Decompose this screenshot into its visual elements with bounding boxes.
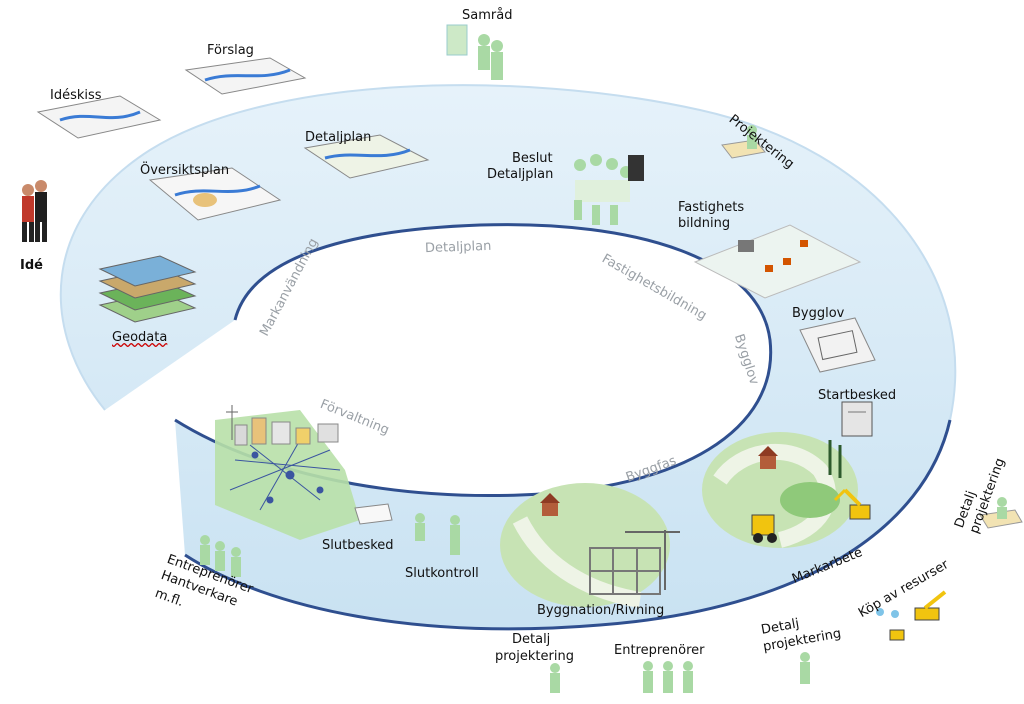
label-detaljplan: Detaljplan <box>305 130 372 145</box>
label-slutkontroll: Slutkontroll <box>405 566 479 581</box>
label-forslag: Förslag <box>207 43 254 58</box>
entreprenorer-left-people-icon <box>200 535 241 577</box>
ide-people-icon <box>22 180 47 242</box>
label-slutbesked: Slutbesked <box>322 538 394 553</box>
geodata-layers-icon <box>98 255 197 323</box>
label-fastighets: Fastighets <box>678 200 745 215</box>
label-bildning: bildning <box>678 216 731 231</box>
excavator-icon <box>833 488 871 520</box>
label-beslut-detaljplan: Detaljplan <box>487 167 554 182</box>
detalj-projektering-bottom2-icon <box>800 652 810 684</box>
label-samrad: Samråd <box>462 8 513 23</box>
slutbesked-document-icon <box>354 503 393 525</box>
label-beslut: Beslut <box>512 151 553 166</box>
ideskiss-map-icon <box>36 95 162 139</box>
label-detalj-1: Detalj <box>512 632 551 647</box>
detalj-projektering-bottom1-icon <box>550 663 560 693</box>
detaljplan-map-icon <box>303 134 430 179</box>
ring-bottom-edge <box>184 419 952 631</box>
label-ide: Idé <box>20 258 43 273</box>
label-startbesked: Startbesked <box>818 388 897 403</box>
bygglov-document-icon <box>799 317 876 373</box>
label-geodata: Geodata <box>112 330 168 345</box>
label-byggnation: Byggnation/Rivning <box>537 603 665 618</box>
green-dark-groundwork <box>780 482 840 518</box>
label-ideskiss: Idéskiss <box>50 88 102 103</box>
crane-icon <box>625 530 680 590</box>
house-icon-construction <box>540 493 560 516</box>
city-icon <box>226 405 339 446</box>
label-projektering-1: projektering <box>495 649 574 664</box>
samrad-people-icon <box>446 24 503 80</box>
forslag-map-icon <box>184 57 307 95</box>
projektering-top-icon <box>721 125 766 159</box>
ring-label-detaljplan: Detaljplan <box>424 238 492 257</box>
kop-av-resurser-icon <box>876 590 947 641</box>
beslut-meeting-icon <box>574 154 644 225</box>
path-groundwork <box>713 443 836 548</box>
oversiktsplan-map-icon <box>148 167 282 221</box>
slutkontroll-people-icon <box>415 513 460 555</box>
startbesked-document-icon <box>841 401 873 437</box>
label-entreprenorer-bottom: Entreprenörer <box>614 643 705 658</box>
network-icon <box>229 439 341 511</box>
ring-inner-edge <box>174 223 773 497</box>
building-frame-icon <box>589 547 661 595</box>
detalj-projektering-right-icon <box>979 497 1023 529</box>
fastighetsbildning-icon <box>693 224 862 299</box>
trees-icon-groundwork <box>828 440 842 478</box>
path-construction <box>512 516 642 608</box>
house-icon-groundwork <box>758 446 778 469</box>
entreprenorer-bottom-people-icon <box>643 661 693 693</box>
label-bygglov: Bygglov <box>792 306 845 321</box>
label-oversiktsplan: Översiktsplan <box>140 163 230 178</box>
loader-icon <box>751 514 777 543</box>
